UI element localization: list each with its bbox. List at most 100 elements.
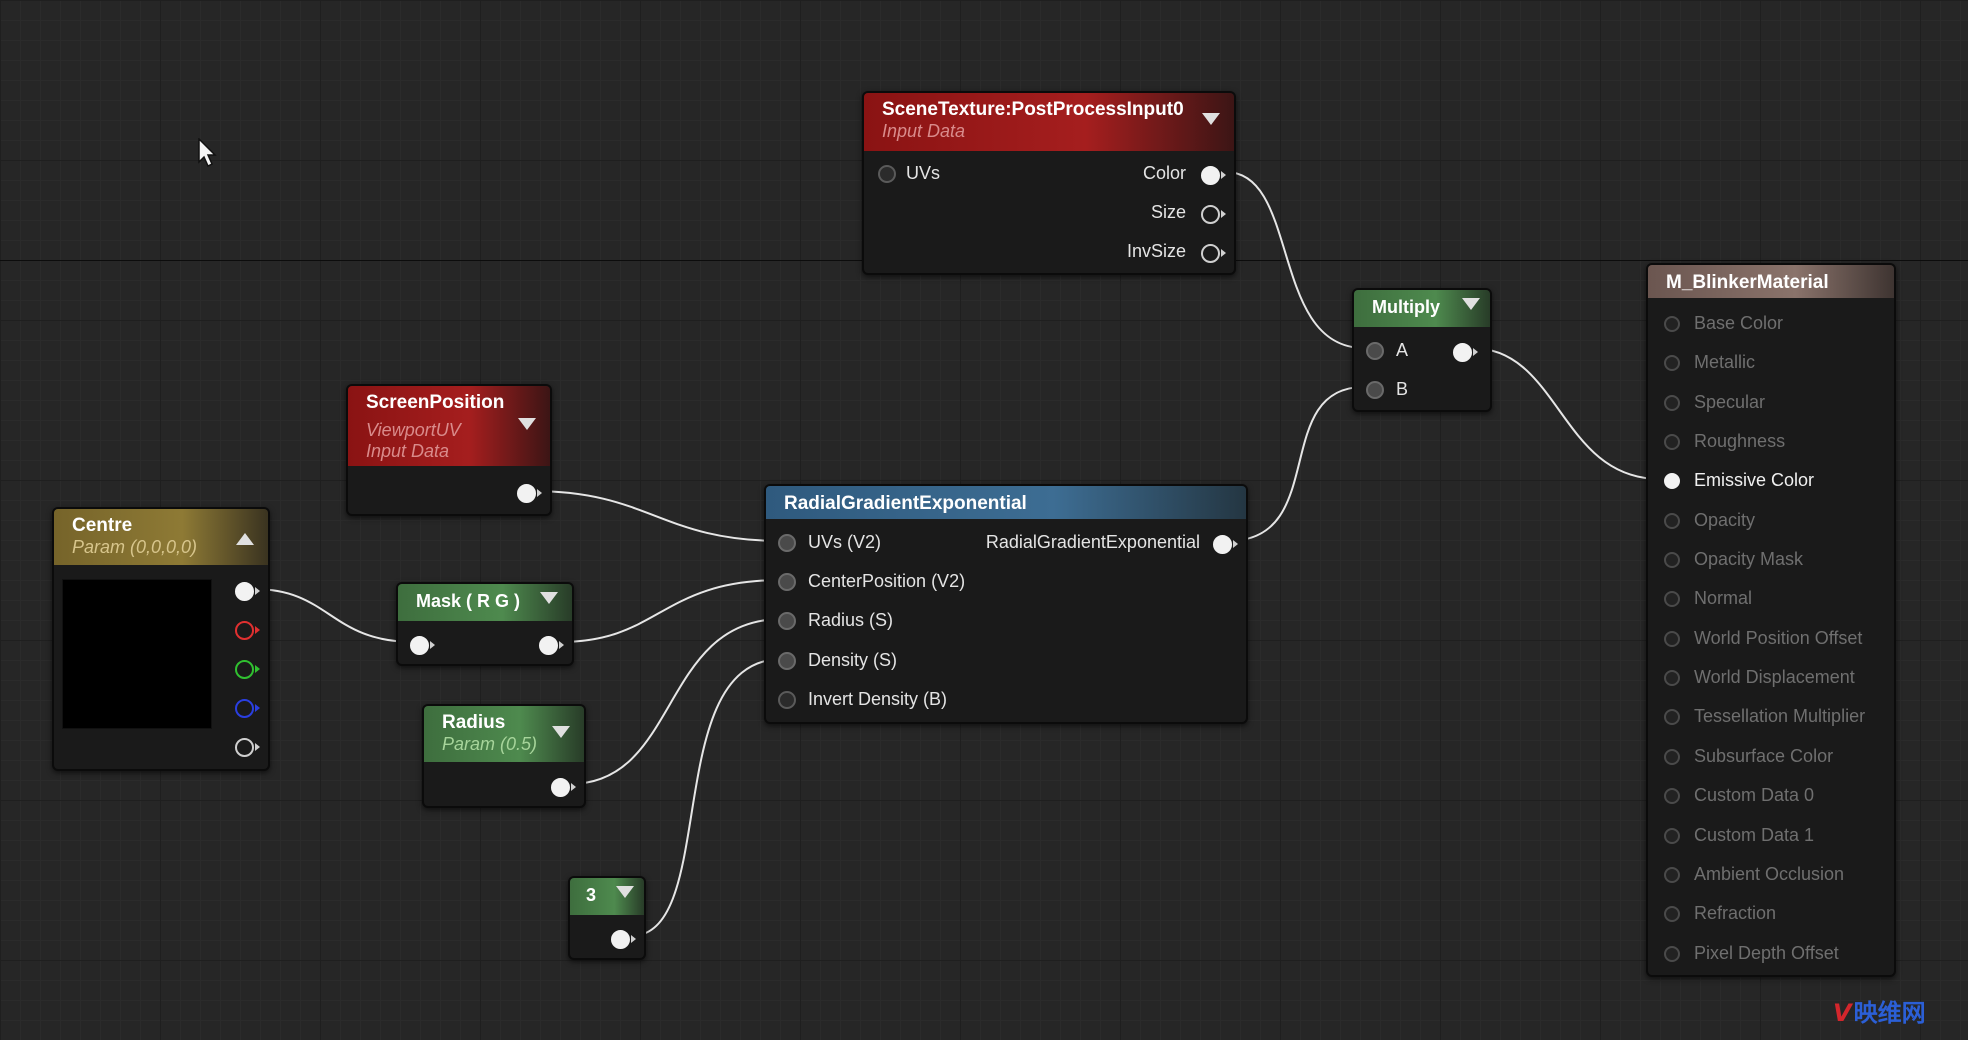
output-pin-icon[interactable]: [1201, 244, 1226, 263]
collapse-arrow-icon[interactable]: [540, 592, 558, 604]
input-pin-icon[interactable]: [1664, 749, 1680, 765]
pin-label: RadialGradientExponential: [985, 532, 1200, 552]
input-pin-icon[interactable]: [1664, 906, 1680, 922]
wire-radial-to-multiply-b: [1227, 386, 1365, 542]
input-pin-icon[interactable]: [1366, 342, 1384, 360]
input-pin-icon[interactable]: [1664, 709, 1680, 725]
pin-label: Ambient Occlusion: [1694, 864, 1845, 884]
node-subtitle: Input Data: [366, 441, 450, 461]
wire-multiply-to-emissive: [1471, 347, 1661, 480]
input-pin-icon[interactable]: [1664, 946, 1680, 962]
wire-mask-to-centerpos: [559, 579, 783, 643]
expand-arrow-icon[interactable]: [236, 533, 254, 545]
collapse-arrow-icon[interactable]: [518, 418, 536, 430]
pin-label: Opacity: [1694, 510, 1756, 530]
input-pin-icon[interactable]: [1664, 552, 1680, 568]
centre-param-node[interactable]: Centre Param (0,0,0,0): [52, 507, 270, 771]
pin-color[interactable]: Color: [1143, 163, 1186, 184]
output-a-pin-icon[interactable]: [235, 738, 260, 757]
input-pin-icon[interactable]: [778, 691, 796, 709]
pin-label: UVs (V2): [808, 532, 882, 552]
input-pin-icon[interactable]: [778, 573, 796, 591]
input-pin-icon[interactable]: [778, 652, 796, 670]
radius-header[interactable]: Radius Param (0.5): [424, 706, 584, 762]
output-r-pin-icon[interactable]: [235, 621, 260, 640]
pin-label: World Position Offset: [1694, 628, 1863, 648]
radius-param-node[interactable]: Radius Param (0.5): [422, 704, 586, 808]
input-pin-icon[interactable]: [1664, 395, 1680, 411]
output-pin-icon[interactable]: [551, 778, 576, 797]
pin-label: Specular: [1694, 392, 1766, 412]
output-pin-icon[interactable]: [611, 930, 636, 949]
wire-screenpos-to-uvs: [531, 490, 783, 542]
pin-label: Color: [1142, 163, 1186, 183]
wire-centre-to-mask: [253, 588, 415, 643]
constant-header[interactable]: 3: [570, 878, 644, 915]
pin-label: World Displacement: [1694, 667, 1855, 687]
output-pin-icon[interactable]: [1201, 205, 1226, 224]
radial-gradient-header[interactable]: RadialGradientExponential: [766, 486, 1246, 519]
input-pin-icon[interactable]: [1664, 316, 1680, 332]
input-pin-icon[interactable]: [778, 612, 796, 630]
pin-label: Refraction: [1694, 903, 1777, 923]
output-pin-icon[interactable]: [1213, 535, 1238, 554]
pin-label: Density (S): [808, 650, 898, 670]
input-pin-icon[interactable]: [1664, 513, 1680, 529]
collapse-arrow-icon[interactable]: [1202, 113, 1220, 125]
pin-label: Radius (S): [808, 610, 894, 630]
multiply-node[interactable]: Multiply A B: [1352, 288, 1492, 412]
radial-gradient-node[interactable]: RadialGradientExponential UVs (V2) Cente…: [764, 484, 1248, 724]
screen-position-node[interactable]: ScreenPosition ViewportUV Input Data: [346, 384, 552, 516]
node-title: M_BlinkerMaterial: [1666, 272, 1829, 293]
input-pin-icon[interactable]: [1664, 867, 1680, 883]
material-header[interactable]: M_BlinkerMaterial: [1648, 265, 1894, 298]
pin-label: InvSize: [1126, 241, 1186, 261]
centre-header[interactable]: Centre Param (0,0,0,0): [54, 509, 268, 565]
input-pin-icon[interactable]: [1664, 434, 1680, 450]
input-pin-icon[interactable]: [410, 636, 435, 655]
output-b-pin-icon[interactable]: [235, 699, 260, 718]
constant-node[interactable]: 3: [568, 876, 646, 960]
mask-header[interactable]: Mask ( R G ): [398, 584, 572, 621]
pin-invsize[interactable]: InvSize: [1127, 241, 1186, 262]
pin-radial-output[interactable]: RadialGradientExponential: [986, 532, 1200, 553]
input-pin-icon[interactable]: [1664, 355, 1680, 371]
pin-size[interactable]: Size: [1151, 202, 1186, 223]
watermark-logo: V映维网: [1833, 993, 1926, 1028]
output-rgba-pin-icon[interactable]: [235, 582, 260, 601]
input-pin-icon[interactable]: [778, 534, 796, 552]
input-pin-icon[interactable]: [878, 165, 896, 183]
collapse-arrow-icon[interactable]: [616, 886, 634, 898]
input-pin-icon[interactable]: [1664, 788, 1680, 804]
pin-label: CenterPosition (V2): [808, 571, 966, 591]
collapse-arrow-icon[interactable]: [552, 726, 570, 738]
input-pin-icon[interactable]: [1664, 670, 1680, 686]
input-pin-icon[interactable]: [1664, 591, 1680, 607]
output-pin-icon[interactable]: [1201, 166, 1226, 185]
node-subtitle: Param (0.5): [442, 734, 538, 754]
input-pin-icon[interactable]: [1664, 631, 1680, 647]
input-pin-icon[interactable]: [1664, 828, 1680, 844]
output-pin-icon[interactable]: [1453, 343, 1478, 362]
node-title: ScreenPosition: [366, 392, 505, 413]
pin-label: Opacity Mask: [1694, 549, 1804, 569]
pin-label: Custom Data 1: [1694, 825, 1815, 845]
pin-label: Base Color: [1694, 313, 1784, 333]
output-g-pin-icon[interactable]: [235, 660, 260, 679]
material-output-node[interactable]: M_BlinkerMaterial Base Color Metallic Sp…: [1646, 263, 1896, 977]
scene-texture-node[interactable]: SceneTexture:PostProcessInput0 Input Dat…: [862, 91, 1236, 275]
mask-node[interactable]: Mask ( R G ): [396, 582, 574, 666]
output-pin-icon[interactable]: [539, 636, 564, 655]
watermark-mark: V: [1833, 999, 1852, 1027]
pin-label: B: [1396, 379, 1409, 399]
scene-texture-header[interactable]: SceneTexture:PostProcessInput0 Input Dat…: [864, 93, 1234, 151]
input-pin-icon[interactable]: [1366, 381, 1384, 399]
multiply-header[interactable]: Multiply: [1354, 290, 1490, 327]
pin-label: Subsurface Color: [1694, 746, 1834, 766]
collapse-arrow-icon[interactable]: [1462, 298, 1480, 310]
screen-position-header[interactable]: ScreenPosition ViewportUV Input Data: [348, 386, 550, 466]
output-pin-icon[interactable]: [517, 484, 542, 503]
input-pin-icon[interactable]: [1664, 473, 1680, 489]
pin-label: Emissive Color: [1694, 470, 1815, 490]
node-subtitle: Input Data: [882, 121, 966, 141]
